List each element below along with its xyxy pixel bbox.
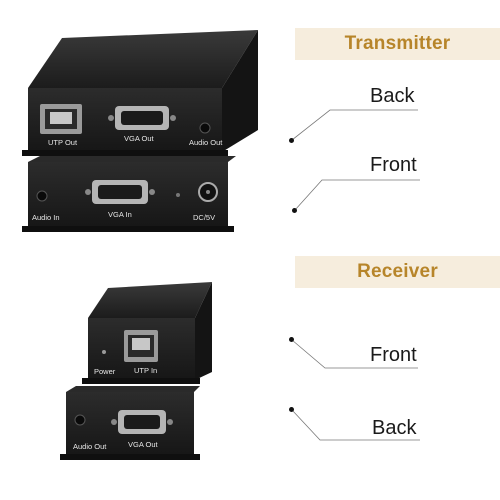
receiver-back-label: Back <box>372 417 417 439</box>
port-label-audio-in: Audio In <box>32 213 60 222</box>
transmitter-front-label: Front <box>370 154 417 176</box>
receiver-front-label: Front <box>370 344 417 366</box>
transmitter-back-unit <box>22 30 258 156</box>
receiver-front-unit <box>82 282 212 384</box>
receiver-title: Receiver <box>357 261 438 282</box>
port-label-audio-out-rx: Audio Out <box>73 442 107 451</box>
port-label-vga-in: VGA In <box>108 210 132 219</box>
callout-dot <box>289 337 294 342</box>
transmitter-title: Transmitter <box>344 33 451 54</box>
port-label-utp-in: UTP In <box>134 366 158 375</box>
port-label-dc-5v: DC/5V <box>193 213 216 222</box>
port-label-power: Power <box>94 367 116 376</box>
leader-line <box>291 339 418 369</box>
transmitter-banner: Transmitter <box>295 28 500 60</box>
leader-line <box>291 109 418 141</box>
receiver-banner: Receiver <box>295 256 500 288</box>
callout-dot <box>289 407 294 412</box>
port-label-vga-out: VGA Out <box>124 134 154 143</box>
transmitter-back-label: Back <box>370 85 415 107</box>
leader-line <box>291 409 420 441</box>
callout-dot <box>292 208 297 213</box>
transmitter-front-unit <box>22 156 236 232</box>
port-label-vga-out-rx: VGA Out <box>128 440 158 449</box>
callout-dot <box>289 138 294 143</box>
leader-line <box>294 179 420 211</box>
port-label-utp-out: UTP Out <box>48 138 78 147</box>
port-label-audio-out: Audio Out <box>189 138 223 147</box>
receiver-back-unit <box>60 386 200 460</box>
